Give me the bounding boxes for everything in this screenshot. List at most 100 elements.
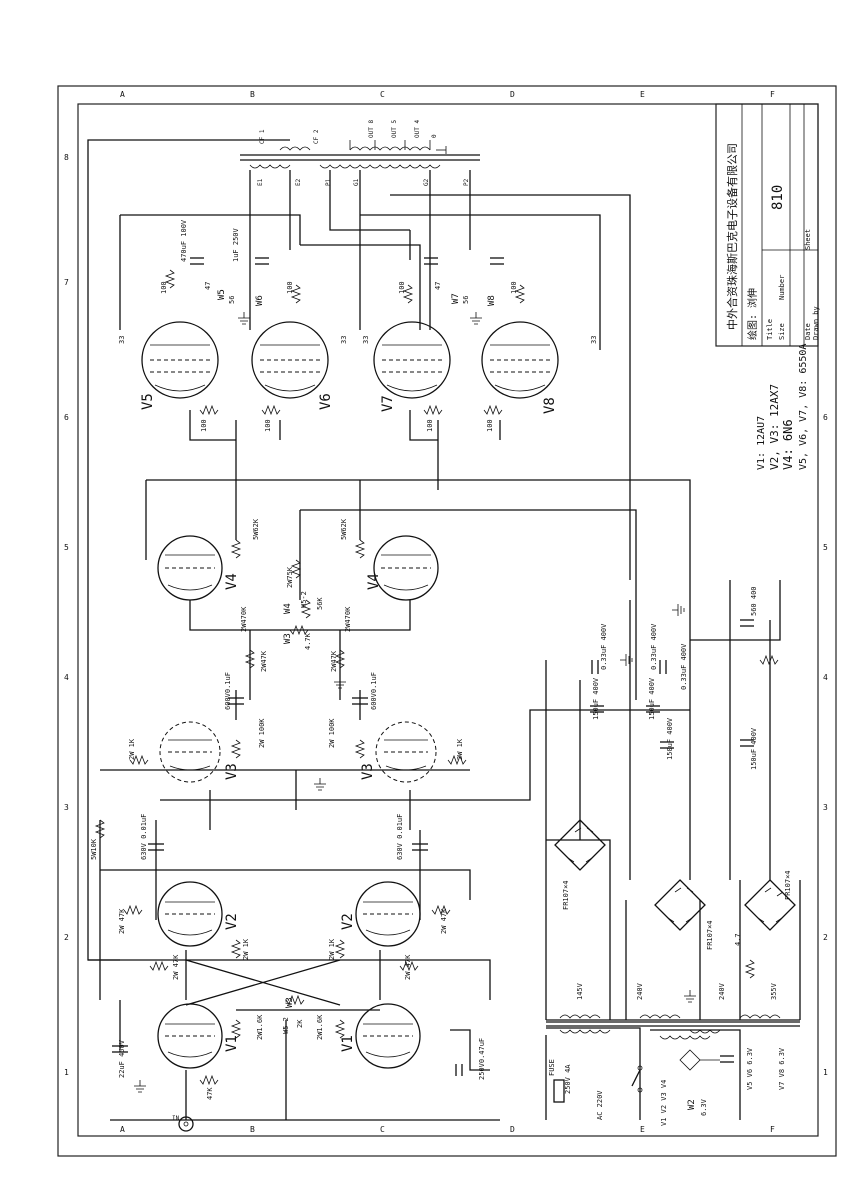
- grid-number: 7: [64, 278, 69, 287]
- component-label: 5W62K: [340, 518, 348, 540]
- bridge-rectifiers: [554, 819, 796, 931]
- component-label: 100: [264, 419, 272, 432]
- ground-symbol: [620, 654, 633, 666]
- transformer-label: E2: [295, 178, 302, 186]
- component-label: 2W1.6K: [316, 1014, 324, 1040]
- capacitor: [455, 1064, 463, 1076]
- grid-letter: C: [380, 90, 385, 99]
- tube-label: V2: [340, 913, 356, 930]
- tube-v4a: V4: [157, 535, 240, 601]
- title-block-label: Drawn by: [812, 306, 820, 340]
- grid-letter: E: [640, 1125, 645, 1134]
- component-label: 240V: [718, 982, 726, 1000]
- component-label: 56: [228, 296, 236, 304]
- title-block-label: Size: [778, 323, 786, 340]
- title-block-label: Date: [804, 323, 812, 340]
- grid-number: 2: [823, 933, 828, 942]
- capacitor: [660, 741, 674, 749]
- component-label: W3: [285, 997, 295, 1008]
- tube-label: V6: [318, 393, 334, 410]
- title-block-label: Number: [778, 275, 786, 300]
- component-label: W6: [255, 295, 265, 306]
- output-terminal-label: OUT 8: [368, 120, 375, 138]
- grid-numbers-right: 1 2 3 4 5 6: [823, 413, 828, 1077]
- component-label: 0.33uF 400V: [650, 623, 658, 670]
- title-block-label: Sheet: [804, 229, 812, 250]
- component-label: W7: [451, 293, 461, 304]
- component-label: 2W 100K: [328, 718, 336, 748]
- grid-letter: F: [770, 90, 775, 99]
- model-number: 810: [770, 185, 786, 210]
- capacitor: [112, 1045, 128, 1053]
- grid-letter: A: [120, 1125, 125, 1134]
- grid-letter: D: [510, 1125, 515, 1134]
- ground-symbol: [684, 990, 696, 1003]
- component-label: 600V0.1uF: [370, 672, 378, 710]
- component-label: 0.33uF 400V: [600, 623, 608, 670]
- component-label: 2W470K: [240, 606, 248, 632]
- fuse: [553, 1079, 565, 1103]
- tube-label: V3: [224, 763, 240, 780]
- component-label: 2K: [296, 1019, 304, 1028]
- ground-symbol: [672, 604, 685, 616]
- component-label: 630V 0.01uF: [396, 814, 404, 860]
- grid-number: 6: [823, 413, 828, 422]
- power-switch: [631, 1065, 643, 1093]
- grid-letter: D: [510, 90, 515, 99]
- component-label: 470uF 100V: [180, 219, 188, 262]
- capacitor: [424, 257, 438, 265]
- component-label: 2W 47K: [172, 954, 180, 980]
- component-label: 56K: [316, 597, 324, 610]
- output-transformer: OUT 8 OUT 5 OUT 4 0 CF 1 CF 2 E1 E2 P1 G…: [240, 120, 480, 186]
- transformer-label: E1: [257, 178, 264, 186]
- grid-letter: E: [640, 90, 645, 99]
- tube-list-item: V2, V3: 12AX7: [768, 384, 781, 470]
- ground-symbol: [238, 312, 250, 325]
- component-label: W5-2: [282, 1017, 290, 1034]
- grid-letter: B: [250, 1125, 255, 1134]
- grid-number: 5: [823, 543, 828, 552]
- component-label: 4.7K: [304, 632, 312, 650]
- component-label: V5 V6 6.3V: [746, 1047, 754, 1090]
- power-transformer: [546, 1014, 800, 1034]
- company-name: 中外合资珠海斯巴克电子设备有限公司: [725, 143, 739, 330]
- component-label: 2W 47K: [440, 908, 448, 934]
- tube-v6: V6: [251, 321, 334, 410]
- grid-number: 5: [64, 543, 69, 552]
- bridge-rectifier: [554, 819, 606, 871]
- bridge-rectifier: [744, 879, 796, 931]
- capacitor: [255, 257, 269, 265]
- component-label: 250V0.47uF: [478, 1038, 486, 1080]
- capacitor: [740, 619, 754, 627]
- inner-frame: [77, 103, 819, 1137]
- component-label: 2W47K: [260, 650, 268, 672]
- tubes: V5 V6 V7 V8: [140, 321, 559, 1069]
- grid-letter: C: [380, 1125, 385, 1134]
- tube-list-item: V5, V6, V7, V8: 6550A: [798, 344, 809, 470]
- tube-v7: V7: [373, 321, 451, 412]
- component-label: 33: [590, 336, 598, 344]
- grid-number: 1: [64, 1068, 69, 1077]
- component-label: 5W10K: [90, 838, 98, 860]
- tube-list-item: V4: 6N6: [781, 419, 795, 470]
- capacitor: [352, 697, 368, 705]
- capacitor: [659, 660, 667, 674]
- ground-symbol: [134, 1080, 146, 1093]
- component-label: FUSE: [548, 1059, 556, 1076]
- component-label: 5W62K: [252, 518, 260, 540]
- grid-number: 4: [823, 673, 828, 682]
- capacitor: [646, 705, 660, 713]
- tube-label: V1: [340, 1035, 356, 1052]
- component-label: V7 V8 6.3V: [778, 1047, 786, 1090]
- component-label: 33: [362, 336, 370, 344]
- component-label: 100: [510, 281, 518, 294]
- tube-label: V4: [224, 573, 240, 590]
- component-label: 22uF 450V: [118, 1039, 126, 1078]
- component-label: W4: [283, 603, 293, 614]
- transformer-label: G1: [353, 178, 360, 186]
- component-label: 150uF 400V: [648, 677, 656, 720]
- component-label: 100: [426, 419, 434, 432]
- component-label: 2W 1K: [456, 738, 464, 760]
- grid-numbers-left: 1 2 3 4 5 6 7 8: [64, 153, 69, 1077]
